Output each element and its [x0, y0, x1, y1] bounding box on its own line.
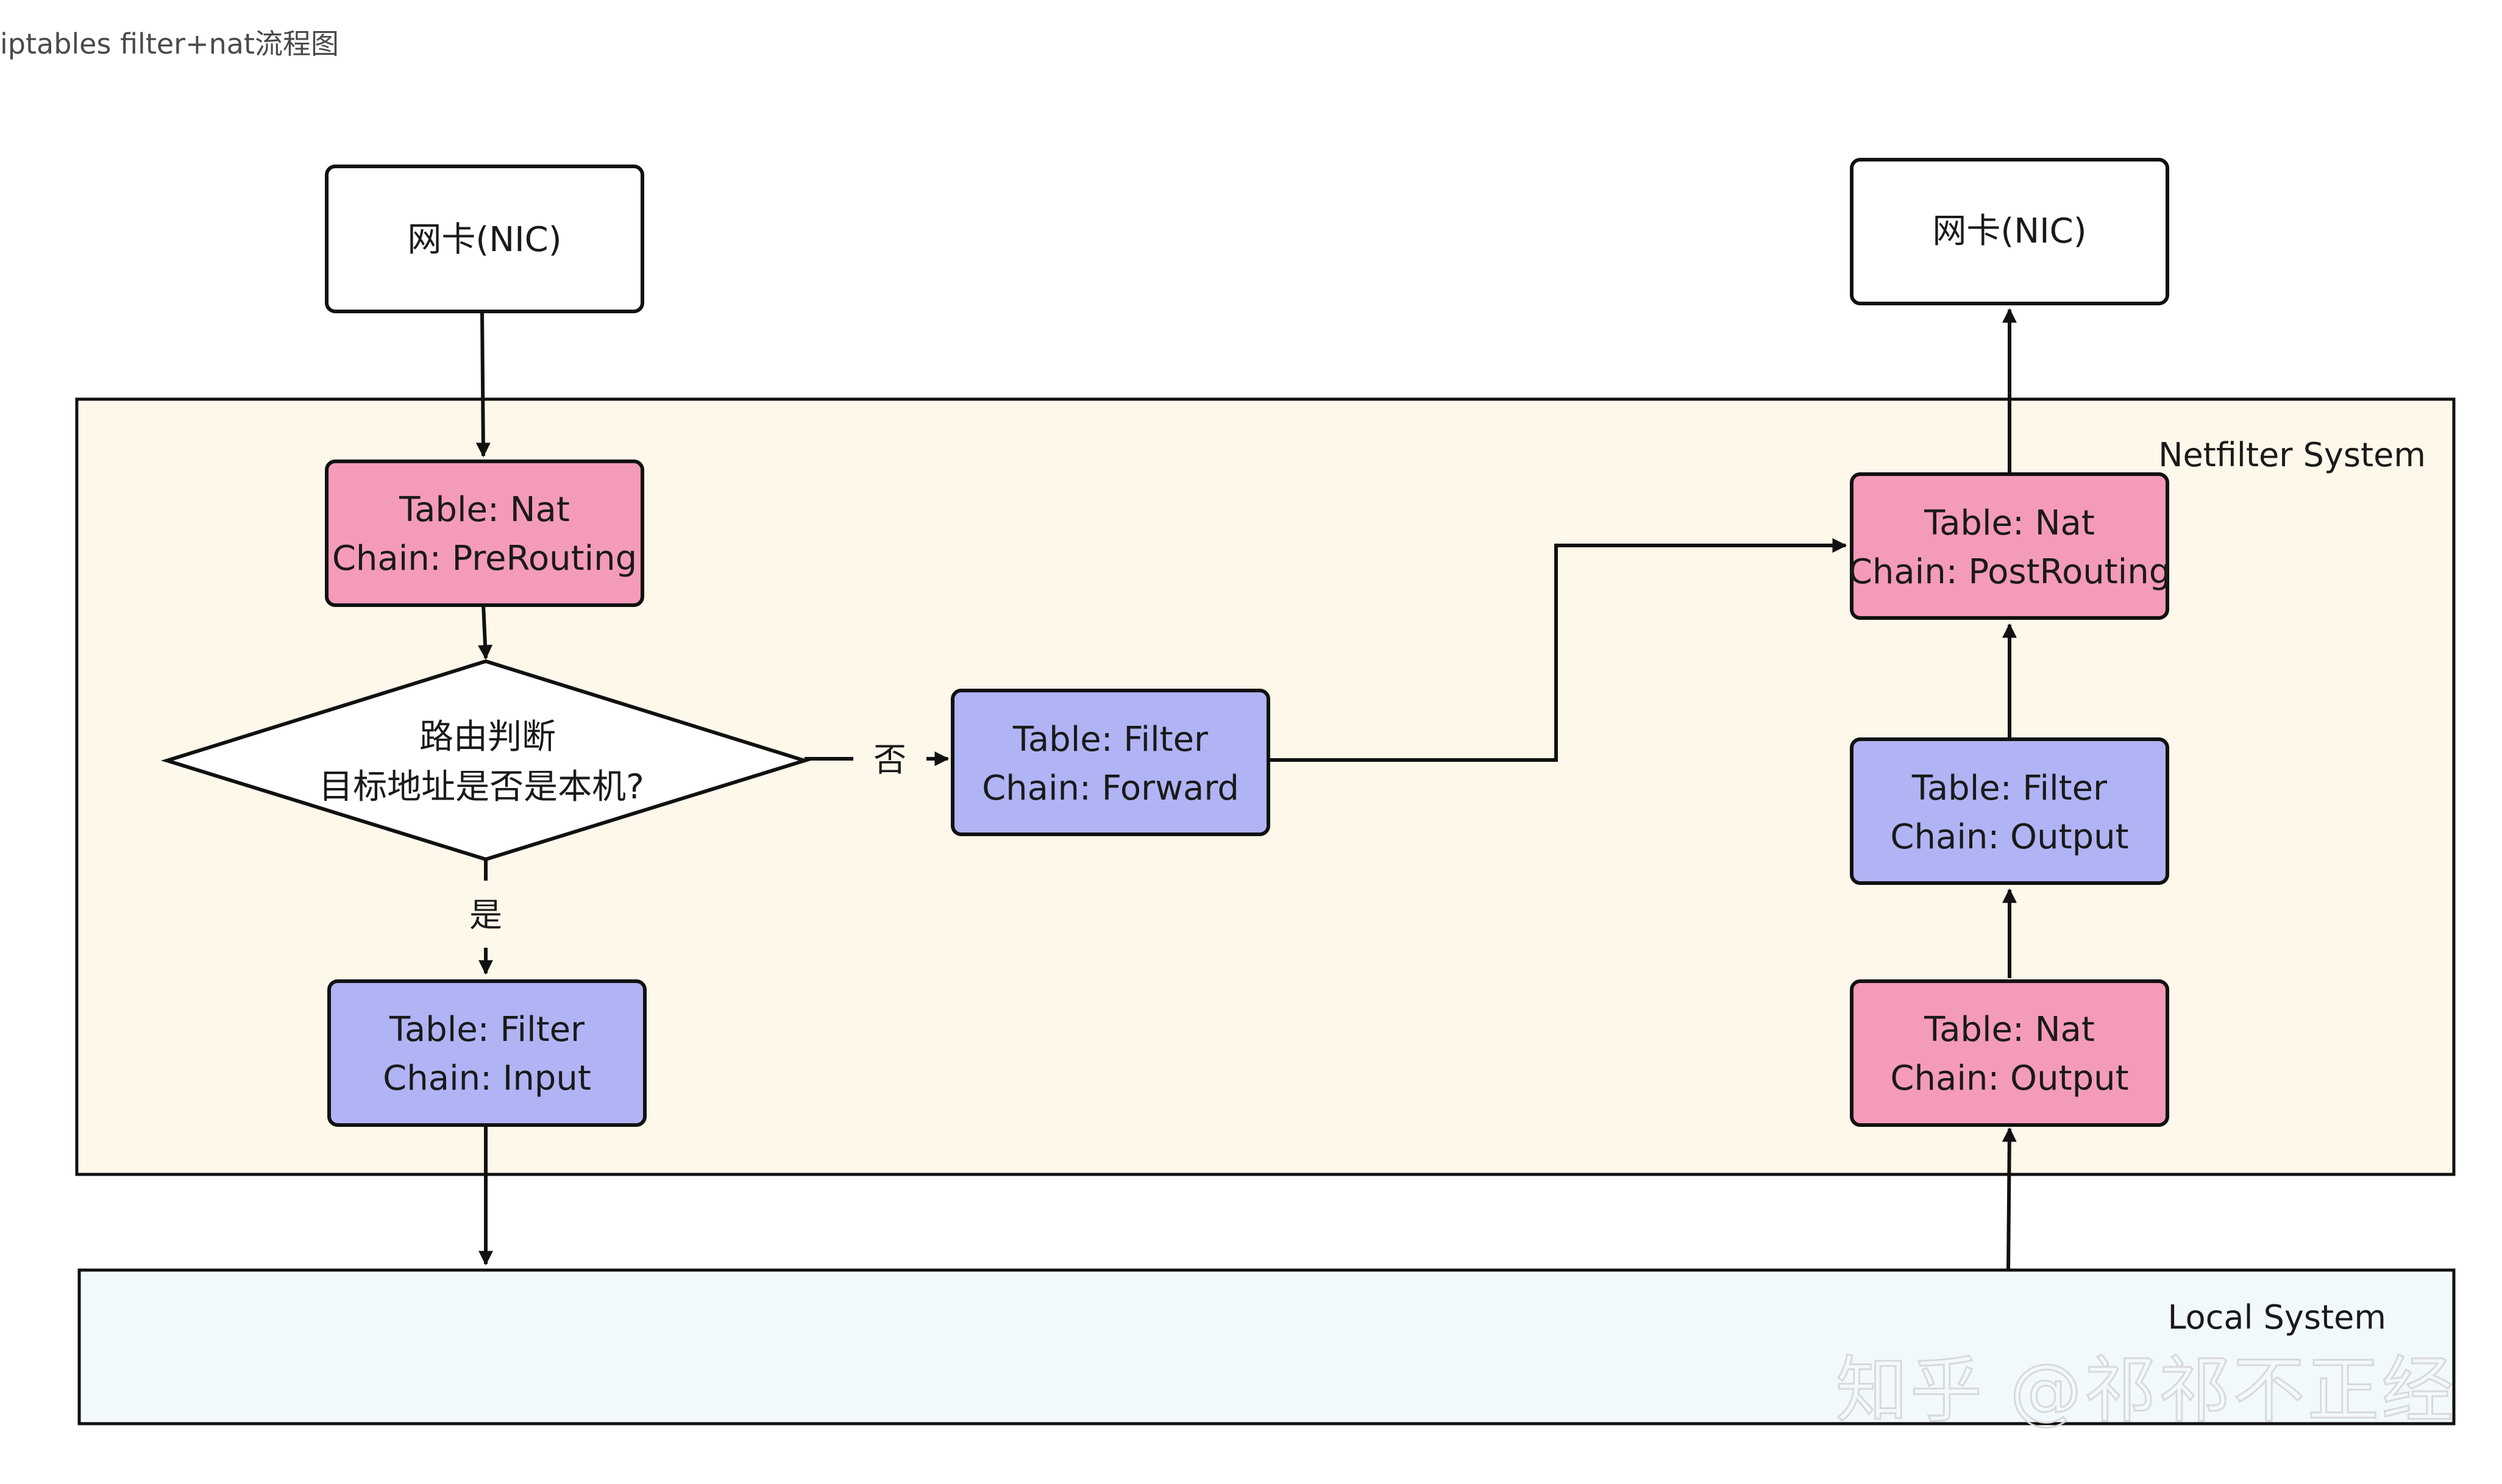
node-filter-input-line2: Chain: Input	[383, 1059, 591, 1098]
node-nat-postrouting: Table: Nat Chain: PostRouting	[1849, 472, 2171, 620]
node-filter-forward-line2: Chain: Forward	[982, 769, 1239, 808]
node-filter-output: Table: Filter Chain: Output	[1850, 737, 2169, 885]
node-nic-out-label: 网卡(NIC)	[1932, 211, 2086, 251]
node-nat-prerouting-box	[325, 460, 644, 607]
local-system-label: Local System	[2168, 1298, 2387, 1337]
node-filter-input-line1: Table: Filter	[389, 1010, 585, 1049]
edge-label-yes: 是	[469, 896, 502, 934]
node-routing-decision-line2: 目标地址是否是本机?	[319, 767, 644, 807]
page-title: iptables filter+nat流程图	[0, 27, 339, 60]
node-nat-postrouting-line2: Chain: PostRouting	[1849, 552, 2171, 592]
node-nat-prerouting-line1: Table: Nat	[399, 490, 570, 530]
node-nat-prerouting-line2: Chain: PreRouting	[332, 539, 637, 578]
node-nat-postrouting-box	[1850, 472, 2169, 620]
node-routing-decision-line1: 路由判断	[419, 717, 556, 757]
node-filter-output-line1: Table: Filter	[1911, 769, 2108, 808]
node-filter-output-box	[1850, 737, 2169, 885]
node-nat-output-line2: Chain: Output	[1890, 1059, 2128, 1098]
watermark: 知乎 @祁祁不正经	[1836, 1348, 2456, 1432]
node-nat-prerouting: Table: Nat Chain: PreRouting	[325, 460, 644, 607]
edge-nic-to-prerouting	[475, 312, 491, 458]
node-nic-in-label: 网卡(NIC)	[407, 220, 561, 260]
edge-local-to-natoutput	[2002, 1127, 2017, 1271]
node-nic-in-box	[325, 165, 644, 313]
node-nat-output-line1: Table: Nat	[1924, 1010, 2095, 1049]
node-routing-decision: 路由判断 目标地址是否是本机?	[160, 659, 811, 862]
node-nic-in: 网卡(NIC)	[325, 165, 644, 313]
node-routing-decision-diamond	[160, 659, 811, 862]
netfilter-system-label: Netfilter System	[2158, 436, 2426, 474]
node-filter-output-line2: Chain: Output	[1890, 817, 2128, 857]
node-nat-output-box	[1850, 979, 2169, 1127]
node-nat-postrouting-line1: Table: Nat	[1924, 503, 2095, 543]
edge-prerouting-to-routing	[478, 604, 493, 660]
node-filter-forward-line1: Table: Filter	[1012, 720, 1209, 759]
node-filter-input: Table: Filter Chain: Input	[327, 979, 647, 1127]
edge-forward-to-postrouting	[1265, 538, 1847, 762]
edges	[475, 308, 2017, 1271]
node-filter-forward-box	[951, 689, 1270, 836]
edge-label-no: 否	[873, 740, 906, 779]
node-nat-output: Table: Nat Chain: Output	[1850, 979, 2169, 1127]
local-system-box	[77, 1268, 2456, 1425]
node-nic-out: 网卡(NIC)	[1850, 158, 2169, 305]
node-filter-forward: Table: Filter Chain: Forward	[951, 689, 1270, 836]
node-nic-out-box	[1850, 158, 2169, 305]
node-filter-input-box	[327, 979, 647, 1127]
local-system-container: Local System	[77, 1268, 2456, 1425]
